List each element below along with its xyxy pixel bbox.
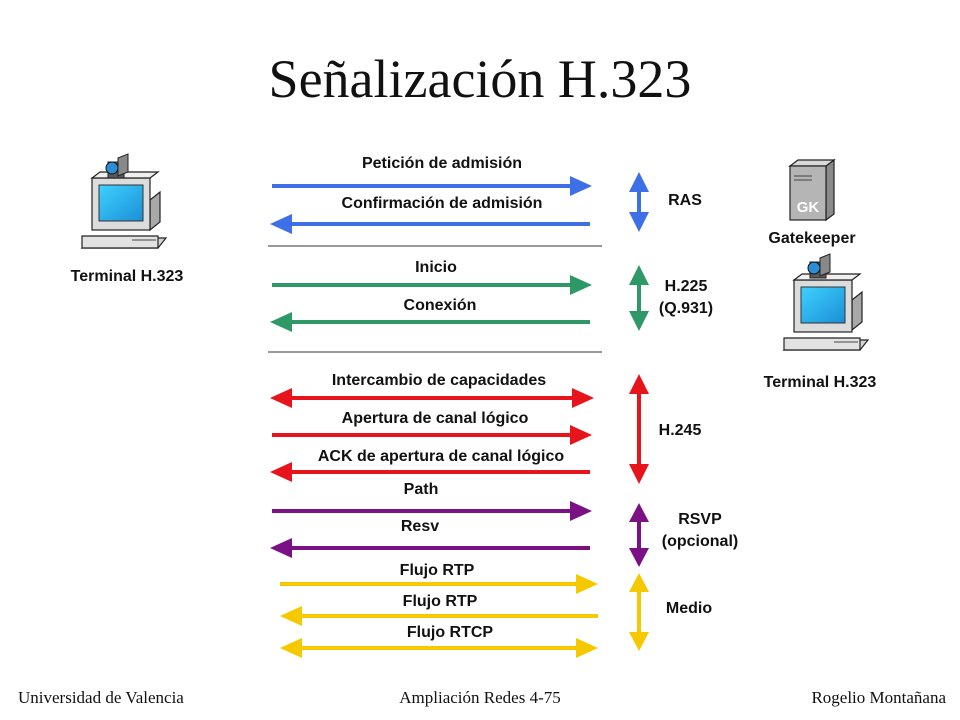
label-apertura-canal: Apertura de canal lógico <box>341 410 529 427</box>
arrowhead-apertura <box>570 425 592 445</box>
arrowhead-intercambio-right <box>572 388 594 408</box>
bracket-h225 <box>629 265 649 331</box>
label-resv: Resv <box>400 518 440 535</box>
arrowhead-intercambio-left <box>270 388 292 408</box>
label-inicio: Inicio <box>415 259 457 276</box>
arrowhead-ack <box>270 462 292 482</box>
label-intercambio-capacidades: Intercambio de capacidades <box>331 372 547 389</box>
arrowhead-rtcp-left <box>280 638 302 658</box>
bracket-medio <box>629 573 649 651</box>
group-label-medio: Medio <box>665 600 713 617</box>
group-label-h245: H.245 <box>658 422 702 439</box>
terminal-right-icon <box>782 253 870 351</box>
slide-title: Señalización H.323 <box>268 49 692 109</box>
arrowhead-peticion <box>570 176 592 196</box>
footer-right: Rogelio Montañana <box>811 688 946 707</box>
arrowhead-conexion <box>270 312 292 332</box>
terminal-right-label: Terminal H.323 <box>763 374 877 391</box>
footer-center: Ampliación Redes 4-75 <box>399 688 561 707</box>
gatekeeper-badge: GK <box>797 199 820 216</box>
arrowhead-rtp-1 <box>576 574 598 594</box>
gatekeeper-server-icon: GK <box>788 158 836 222</box>
label-peticion-admision: Petición de admisión <box>361 155 523 172</box>
label-ack-apertura: ACK de apertura de canal lógico <box>317 448 565 465</box>
gatekeeper-label: Gatekeeper <box>768 230 856 247</box>
terminal-left-label: Terminal H.323 <box>70 268 184 285</box>
label-path: Path <box>403 481 439 498</box>
label-confirmacion-admision: Confirmación de admisión <box>341 195 543 212</box>
group-label-rsvp: RSVP(opcional) <box>661 511 739 550</box>
label-flujo-rtp-1: Flujo RTP <box>399 562 475 579</box>
terminal-left-icon <box>80 153 168 249</box>
footer-left: Universidad de Valencia <box>18 688 184 707</box>
arrowhead-rtp-2 <box>280 606 302 626</box>
arrowhead-resv <box>270 538 292 558</box>
arrowhead-path <box>570 501 592 521</box>
label-conexion: Conexión <box>403 297 477 314</box>
label-flujo-rtp-2: Flujo RTP <box>402 593 478 610</box>
bracket-ras <box>629 172 649 232</box>
bracket-rsvp <box>629 503 649 567</box>
arrowhead-rtcp-right <box>576 638 598 658</box>
bracket-h245 <box>629 374 649 484</box>
arrowhead-confirmacion <box>270 214 292 234</box>
group-label-ras: RAS <box>668 192 702 209</box>
group-label-h225: H.225(Q.931) <box>658 278 714 317</box>
label-flujo-rtcp: Flujo RTCP <box>406 624 494 641</box>
arrowhead-inicio <box>570 275 592 295</box>
